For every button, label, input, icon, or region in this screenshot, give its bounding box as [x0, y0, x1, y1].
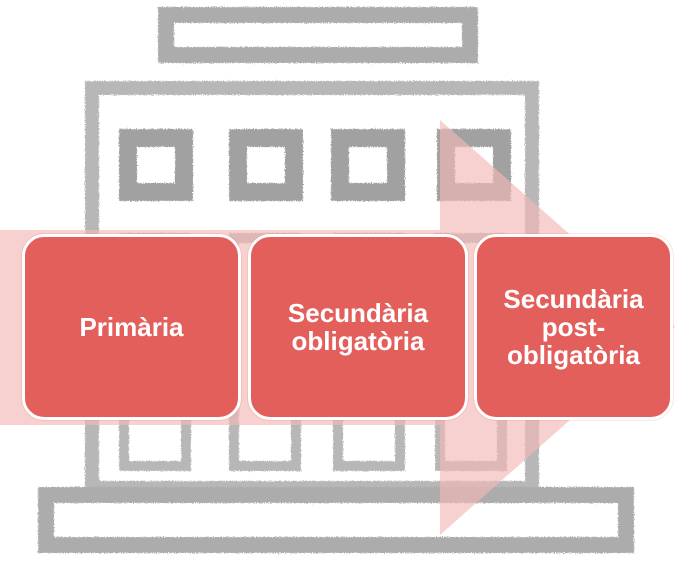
stage-label: Secundària obligatòria [287, 298, 429, 356]
stage-secundaria-post-obligatoria: Secundària post-obligatòria [474, 234, 673, 420]
stage-secundaria-obligatoria: Secundària obligatòria [248, 234, 468, 420]
stage-label: Secundària post-obligatòria [503, 284, 644, 370]
stage-primaria: Primària [22, 234, 241, 420]
stage-label: Primària [79, 312, 184, 342]
